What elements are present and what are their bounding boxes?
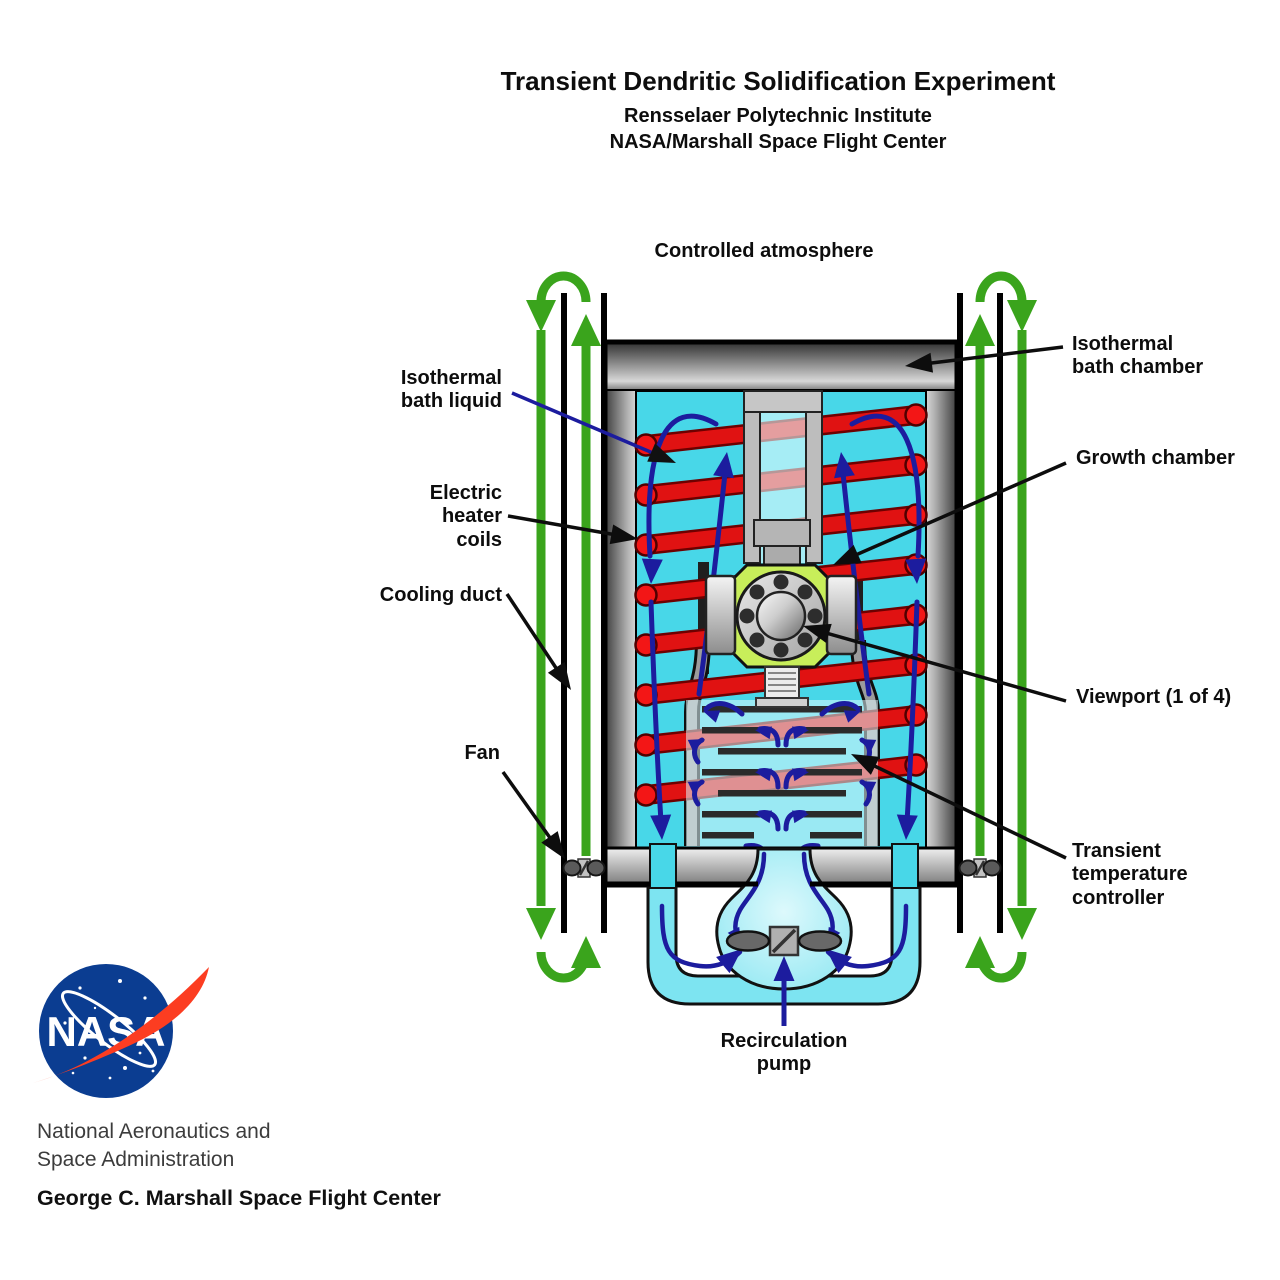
label-isothermal-bath-chamber: Isothermal bath chamber <box>1072 333 1204 379</box>
label-controlled-atmosphere: Controlled atmosphere <box>654 240 874 262</box>
bellows <box>755 666 809 708</box>
downpipe-right <box>891 843 919 889</box>
nasa-logo-orbit <box>60 990 158 1068</box>
pointer-cooling-duct <box>505 593 566 681</box>
agency-name: National Aeronautics and Space Administr… <box>37 1120 271 1172</box>
pointer-controller <box>859 757 1067 860</box>
pointer-fan <box>501 770 560 851</box>
title-block: Transient Dendritic Solidification Exper… <box>408 66 1148 155</box>
pointer-growth-chamber <box>841 461 1067 563</box>
cooling-duct-right <box>957 271 1037 983</box>
fan-right-icon <box>958 858 1002 878</box>
support-column <box>743 390 823 566</box>
growth-chamber <box>704 563 858 708</box>
label-electric-heater-coils: Electric heater coils <box>429 482 502 551</box>
downpipe-left <box>649 843 677 889</box>
center-name: George C. Marshall Space Flight Center <box>37 1186 441 1210</box>
bath-convection-arrows <box>646 413 922 825</box>
viewport-stub-right <box>825 574 858 656</box>
label-viewport: Viewport (1 of 4) <box>1076 686 1232 708</box>
nasa-logo: NASA <box>33 964 209 1098</box>
pointer-bath-liquid <box>511 391 668 461</box>
isothermal-bath-chamber <box>603 340 959 913</box>
viewport-window <box>755 590 807 642</box>
airflow-arrows-green <box>536 271 591 983</box>
pointer-viewport <box>811 627 1067 703</box>
title-center: NASA/Marshall Space Flight Center <box>609 131 947 153</box>
label-growth-chamber: Growth chamber <box>1076 447 1235 469</box>
chamber-lid <box>603 340 959 393</box>
viewport-bolts <box>739 574 823 658</box>
label-transient-temperature-controller: Transient temperature controller <box>1072 840 1188 909</box>
chamber-wall-left <box>605 391 636 848</box>
label-isothermal-bath-liquid: Isothermal bath liquid <box>400 367 502 413</box>
pointer-bath-chamber <box>914 345 1064 367</box>
baffle-plate <box>702 706 862 839</box>
pointer-heater-coils <box>507 514 629 539</box>
title-institute: Rensselaer Polytechnic Institute <box>624 105 932 127</box>
label-pointers <box>501 345 1067 865</box>
fan-left-icon <box>562 858 606 878</box>
viewport-stub-left <box>704 574 737 656</box>
page-title: Transient Dendritic Solidification Exper… <box>500 66 1056 96</box>
column-bracket <box>753 519 811 547</box>
label-fan: Fan <box>464 742 500 764</box>
label-cooling-duct: Cooling duct <box>379 584 502 606</box>
column-stem <box>763 545 801 566</box>
chamber-wall-right <box>926 391 957 848</box>
recirculation-pump-impeller <box>725 925 843 957</box>
label-recirculation-pump: Recirculation pump <box>720 1030 848 1076</box>
